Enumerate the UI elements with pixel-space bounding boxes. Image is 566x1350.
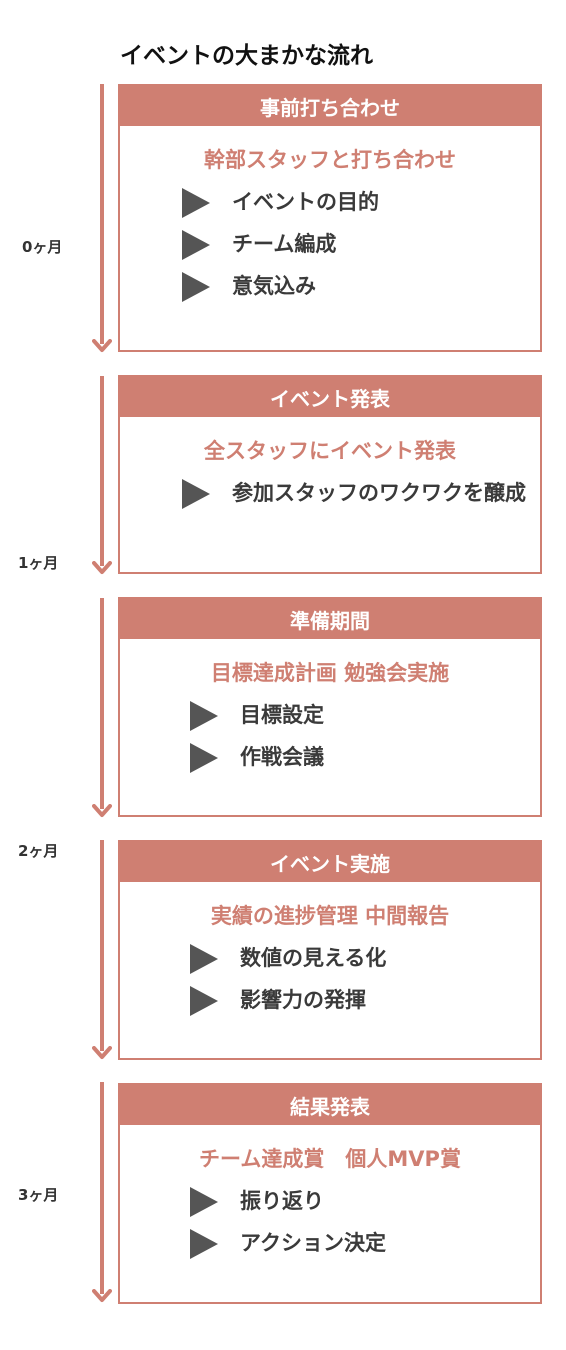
phase-header: 結果発表 bbox=[120, 1085, 540, 1125]
phase-card-execution: イベント実施 実績の進捗管理 中間報告 数値の見える化 影響力の発揮 bbox=[118, 840, 542, 1060]
triangle-right-icon bbox=[182, 188, 210, 218]
phase-subtitle: チーム達成賞 個人MVP賞 bbox=[199, 1147, 461, 1171]
timeline-arrow-3 bbox=[92, 598, 112, 818]
triangle-right-icon bbox=[190, 743, 218, 773]
list-item: 数値の見える化 bbox=[190, 944, 530, 975]
list-item: 作戦会議 bbox=[190, 743, 530, 774]
triangle-right-icon bbox=[190, 944, 218, 974]
list-item: 意気込み bbox=[182, 272, 530, 303]
list-item-text: アクション決定 bbox=[240, 1231, 386, 1255]
triangle-right-icon bbox=[182, 479, 210, 509]
triangle-right-icon bbox=[190, 1229, 218, 1259]
timeline-arrow-2 bbox=[92, 376, 112, 575]
arrow-down-icon bbox=[92, 1046, 112, 1059]
phase-header: イベント実施 bbox=[120, 842, 540, 882]
triangle-right-icon bbox=[182, 272, 210, 302]
phase-header: イベント発表 bbox=[120, 377, 540, 417]
phase-header: 事前打ち合わせ bbox=[120, 86, 540, 126]
month-label-1: 1ヶ月 bbox=[18, 554, 59, 572]
triangle-right-icon bbox=[190, 986, 218, 1016]
phase-card-announcement: イベント発表 全スタッフにイベント発表 参加スタッフのワクワクを醸成 bbox=[118, 375, 542, 574]
month-label-3: 3ヶ月 bbox=[18, 1186, 59, 1204]
arrow-down-icon bbox=[92, 804, 112, 817]
list-item-text: 参加スタッフのワクワクを醸成 bbox=[232, 481, 526, 505]
phase-card-results: 結果発表 チーム達成賞 個人MVP賞 振り返り アクション決定 bbox=[118, 1083, 542, 1304]
timeline-arrow-4 bbox=[92, 840, 112, 1060]
month-label-2: 2ヶ月 bbox=[18, 842, 59, 860]
triangle-right-icon bbox=[182, 230, 210, 260]
list-item: チーム編成 bbox=[182, 230, 530, 261]
phase-subtitle: 目標達成計画 勉強会実施 bbox=[210, 661, 450, 685]
phase-subtitle: 全スタッフにイベント発表 bbox=[204, 439, 456, 463]
triangle-right-icon bbox=[190, 701, 218, 731]
list-item: 目標設定 bbox=[190, 701, 530, 732]
list-item-text: 意気込み bbox=[232, 274, 316, 298]
list-item-text: 作戦会議 bbox=[240, 745, 324, 769]
list-item-text: 目標設定 bbox=[240, 703, 324, 727]
phase-card-preparation: 準備期間 目標達成計画 勉強会実施 目標設定 作戦会議 bbox=[118, 597, 542, 817]
arrow-down-icon bbox=[92, 339, 112, 352]
phase-header: 準備期間 bbox=[120, 599, 540, 639]
page-title: イベントの大まかな流れ bbox=[120, 43, 373, 69]
arrow-down-icon bbox=[92, 561, 112, 574]
phase-card-pre-meeting: 事前打ち合わせ 幹部スタッフと打ち合わせ イベントの目的 チーム編成 意気込み bbox=[118, 84, 542, 352]
month-label-0: 0ヶ月 bbox=[22, 238, 63, 256]
list-item: 影響力の発揮 bbox=[190, 986, 530, 1017]
phase-subtitle: 幹部スタッフと打ち合わせ bbox=[204, 148, 456, 172]
list-item-text: イベントの目的 bbox=[232, 190, 379, 214]
timeline-arrow-5 bbox=[92, 1082, 112, 1303]
list-item: イベントの目的 bbox=[182, 188, 530, 219]
list-item: アクション決定 bbox=[190, 1229, 530, 1260]
list-item-text: 数値の見える化 bbox=[240, 946, 387, 970]
arrow-down-icon bbox=[92, 1289, 112, 1302]
timeline-arrow-1 bbox=[92, 84, 112, 353]
list-item-text: 影響力の発揮 bbox=[240, 988, 366, 1012]
list-item: 振り返り bbox=[190, 1187, 530, 1218]
list-item: 参加スタッフのワクワクを醸成 bbox=[182, 479, 530, 510]
list-item-text: チーム編成 bbox=[232, 232, 337, 256]
list-item-text: 振り返り bbox=[240, 1189, 324, 1213]
triangle-right-icon bbox=[190, 1187, 218, 1217]
phase-subtitle: 実績の進捗管理 中間報告 bbox=[210, 904, 450, 928]
